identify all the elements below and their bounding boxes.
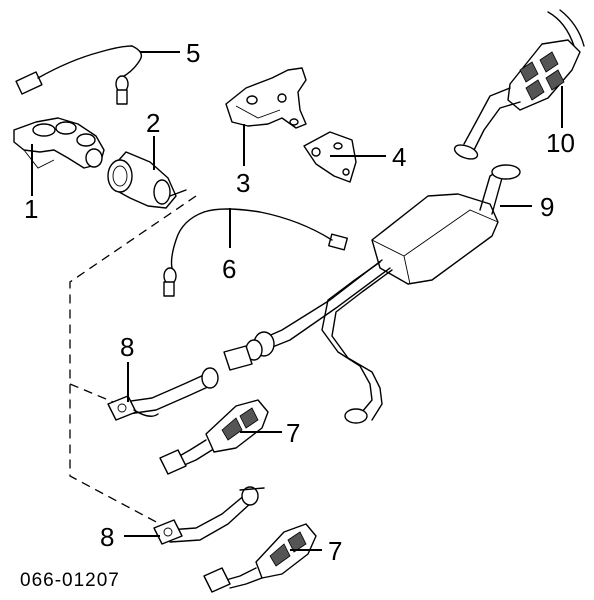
muffler-assembly — [371, 164, 521, 285]
oxygen-sensor-lower — [163, 208, 348, 297]
callout-7-upper: 7 — [286, 418, 300, 448]
diagram-code: 066-01207 — [20, 570, 120, 591]
catalytic-converter-upper — [159, 399, 269, 475]
leader-lines — [31, 51, 563, 551]
heat-shield-bracket — [225, 67, 307, 129]
rear-catalytic-converter — [453, 9, 585, 160]
callout-9: 9 — [540, 192, 554, 222]
callout-7-lower: 7 — [328, 536, 342, 566]
catalytic-converter-lower — [203, 523, 317, 593]
callout-8-lower: 8 — [100, 522, 114, 552]
callout-6: 6 — [222, 254, 236, 284]
callout-3: 3 — [236, 168, 250, 198]
front-catalytic-converter — [107, 151, 187, 209]
callout-1: 1 — [24, 194, 38, 224]
callout-10: 10 — [546, 128, 575, 158]
callout-4: 4 — [392, 142, 406, 172]
exhaust-manifold — [13, 117, 105, 169]
callout-8-upper: 8 — [120, 332, 134, 362]
front-pipe-upper — [107, 367, 219, 421]
callout-5: 5 — [186, 38, 200, 68]
callout-2: 2 — [146, 108, 160, 138]
intermediate-pipe — [223, 259, 393, 424]
oxygen-sensor-upper — [15, 45, 143, 105]
assembly-dash-lines — [69, 195, 197, 525]
front-pipe-lower — [153, 486, 265, 545]
